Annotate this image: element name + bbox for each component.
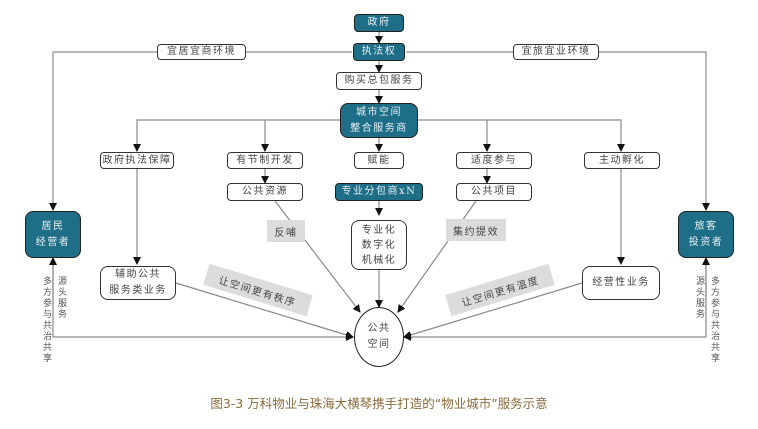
node-public-resources: 公共资源 — [227, 183, 303, 201]
node-empower: 赋能 — [354, 152, 404, 169]
node-professionalization: 专业化 数字化 机械化 — [351, 220, 407, 270]
node-active-incubation: 主动孵化 — [584, 152, 660, 169]
node-tourism-env: 宜旅宜业环境 — [513, 44, 599, 60]
edge-enforcement-to-residents — [49, 51, 352, 211]
node-subcontractor: 专业分包商xN — [335, 183, 423, 201]
node-moderate-participation: 适度参与 — [456, 152, 532, 169]
edge-operating-to-space — [403, 282, 583, 339]
node-integrator: 城市空间 整合服务商 — [340, 103, 418, 138]
edge-resources-to-space — [274, 200, 361, 313]
node-livable-env: 宜居宜商环境 — [157, 44, 246, 60]
edge-auxiliary-to-space — [175, 282, 354, 339]
label-left-multi: 多方参与共治共享 — [41, 276, 51, 364]
label-right-multi: 多方参与共治共享 — [709, 276, 719, 364]
node-enforcement-power: 执法权 — [353, 43, 405, 61]
node-regulated-dev: 有节制开发 — [227, 152, 303, 169]
node-tourists: 旅客 投资者 — [678, 211, 734, 258]
node-residents: 居民 经营者 — [25, 211, 81, 258]
edge-integrator-to-moderate — [418, 119, 491, 152]
node-purchase-service: 购买总包服务 — [336, 72, 422, 90]
node-public-projects: 公共项目 — [456, 183, 532, 201]
label-right-source: 源头服务 — [694, 276, 704, 320]
node-government: 政府 — [354, 14, 404, 32]
edge-integrator-to-incubation — [487, 119, 625, 152]
node-auxiliary-services: 辅助公共 服务类业务 — [100, 266, 176, 300]
node-operating-business: 经营性业务 — [582, 266, 660, 300]
edge-enforcement-to-tourists — [406, 51, 710, 211]
label-feedback: 反哺 — [267, 220, 305, 242]
label-left-source: 源头服务 — [56, 276, 66, 320]
figure-caption: 图3-3 万科物业与珠海大横琴携手打造的“物业城市”服务示意 — [210, 396, 548, 411]
node-public-space: 公共 空间 — [354, 307, 404, 367]
label-efficiency: 集约提效 — [446, 219, 506, 241]
node-gov-enforcement: 政府执法保障 — [100, 152, 174, 169]
edge-integrator-to-gov-enforcement — [133, 119, 340, 152]
